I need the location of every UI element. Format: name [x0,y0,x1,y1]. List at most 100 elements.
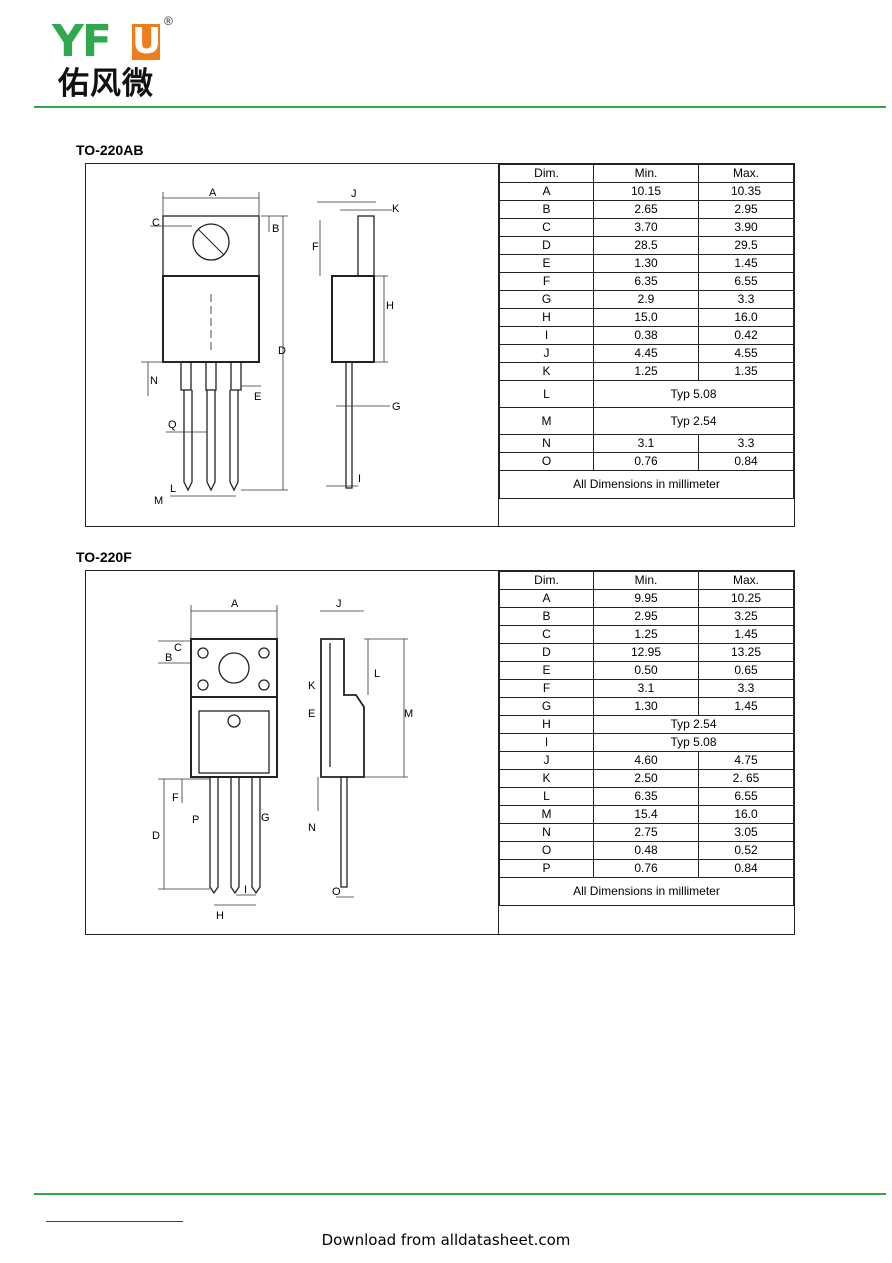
dim-label: O [332,886,341,898]
min-cell: 2.65 [593,200,699,219]
max-cell: 6.55 [698,272,794,291]
min-cell: 28.5 [593,236,699,255]
logo-chinese-text: 佑风微 [58,66,154,102]
min-cell: 3.1 [593,434,699,453]
dim-name-cell: A [499,182,594,201]
logo-box-letter: U [132,21,162,62]
dim-label: F [312,241,319,253]
max-cell: 0.42 [698,326,794,345]
dim-label: L [170,483,176,495]
dim-label: B [165,652,172,664]
max-cell: Max. [698,164,794,183]
package-title-to220ab: TO-220AB [76,142,144,158]
package-block-to220f: A B C D E F G H I J K L M N O P Dim.Min.… [85,570,795,935]
dim-label: G [392,401,401,413]
max-cell: 13.25 [698,643,794,662]
table-header-row: Dim.Min.Max. [499,164,794,183]
dim-name-cell: L [499,787,594,806]
dim-label: F [172,792,179,804]
max-cell: 10.25 [698,589,794,608]
package-title-to220f: TO-220F [76,549,132,565]
dim-name-cell: Dim. [499,164,594,183]
download-source-text: Download from alldatasheet.com [321,1231,571,1249]
typ-value-cell: Typ 5.08 [593,733,794,752]
dim-label: D [278,345,286,357]
dim-name-cell: C [499,218,594,237]
dim-name-cell: B [499,200,594,219]
dim-name-cell: A [499,589,594,608]
dim-name-cell: N [499,434,594,453]
max-cell: 0.52 [698,841,794,860]
min-cell: 0.50 [593,661,699,680]
max-cell: 1.45 [698,625,794,644]
dim-name-cell: K [499,362,594,381]
outline-drawing-to220ab: A B C D E F G H I J K L M N Q [141,187,401,507]
table-footer-row: All Dimensions in millimeter [499,877,794,906]
max-cell: 29.5 [698,236,794,255]
min-cell: 2.50 [593,769,699,788]
max-cell: 0.84 [698,452,794,471]
dim-label: H [386,300,394,312]
dim-label: I [244,884,247,896]
dim-name-cell: M [499,805,594,824]
min-cell: 6.35 [593,272,699,291]
dim-name-cell: J [499,751,594,770]
min-cell: 0.76 [593,859,699,878]
dim-label: C [174,642,182,654]
min-cell: 3.70 [593,218,699,237]
dim-name-cell: B [499,607,594,626]
footer-link-underline[interactable] [46,1221,183,1222]
max-cell: 3.25 [698,607,794,626]
dim-name-cell: O [499,841,594,860]
min-cell: 9.95 [593,589,699,608]
min-cell: 6.35 [593,787,699,806]
min-cell: 1.25 [593,625,699,644]
dim-label: L [374,668,380,680]
typ-value-cell: Typ 5.08 [593,380,794,408]
dim-name-cell: N [499,823,594,842]
registered-mark: ® [164,14,173,28]
dim-name-cell: E [499,254,594,273]
max-cell: 3.3 [698,434,794,453]
dim-name-cell: D [499,236,594,255]
max-cell: 16.0 [698,308,794,327]
dim-label: N [150,375,158,387]
dim-name-cell: K [499,769,594,788]
typ-value-cell: Typ 2.54 [593,407,794,435]
min-cell: Min. [593,571,699,590]
dim-name-cell: M [499,407,594,435]
drawing-to220f: A B C D E F G H I J K L M N O P [86,571,499,934]
min-cell: 0.48 [593,841,699,860]
dim-label: K [308,680,316,692]
max-cell: 3.3 [698,679,794,698]
min-cell: 1.25 [593,362,699,381]
max-cell: 6.55 [698,787,794,806]
dim-name-cell: D [499,643,594,662]
dim-name-cell: O [499,452,594,471]
dim-label: A [231,598,239,610]
drawing-to220ab: A B C D E F G H I J K L M N Q [86,164,499,526]
max-cell: 10.35 [698,182,794,201]
min-cell: 12.95 [593,643,699,662]
min-cell: 4.45 [593,344,699,363]
dim-label: J [351,188,357,200]
dim-name-cell: G [499,290,594,309]
min-cell: 1.30 [593,697,699,716]
max-cell: Max. [698,571,794,590]
units-note: All Dimensions in millimeter [499,877,794,906]
min-cell: 1.30 [593,254,699,273]
